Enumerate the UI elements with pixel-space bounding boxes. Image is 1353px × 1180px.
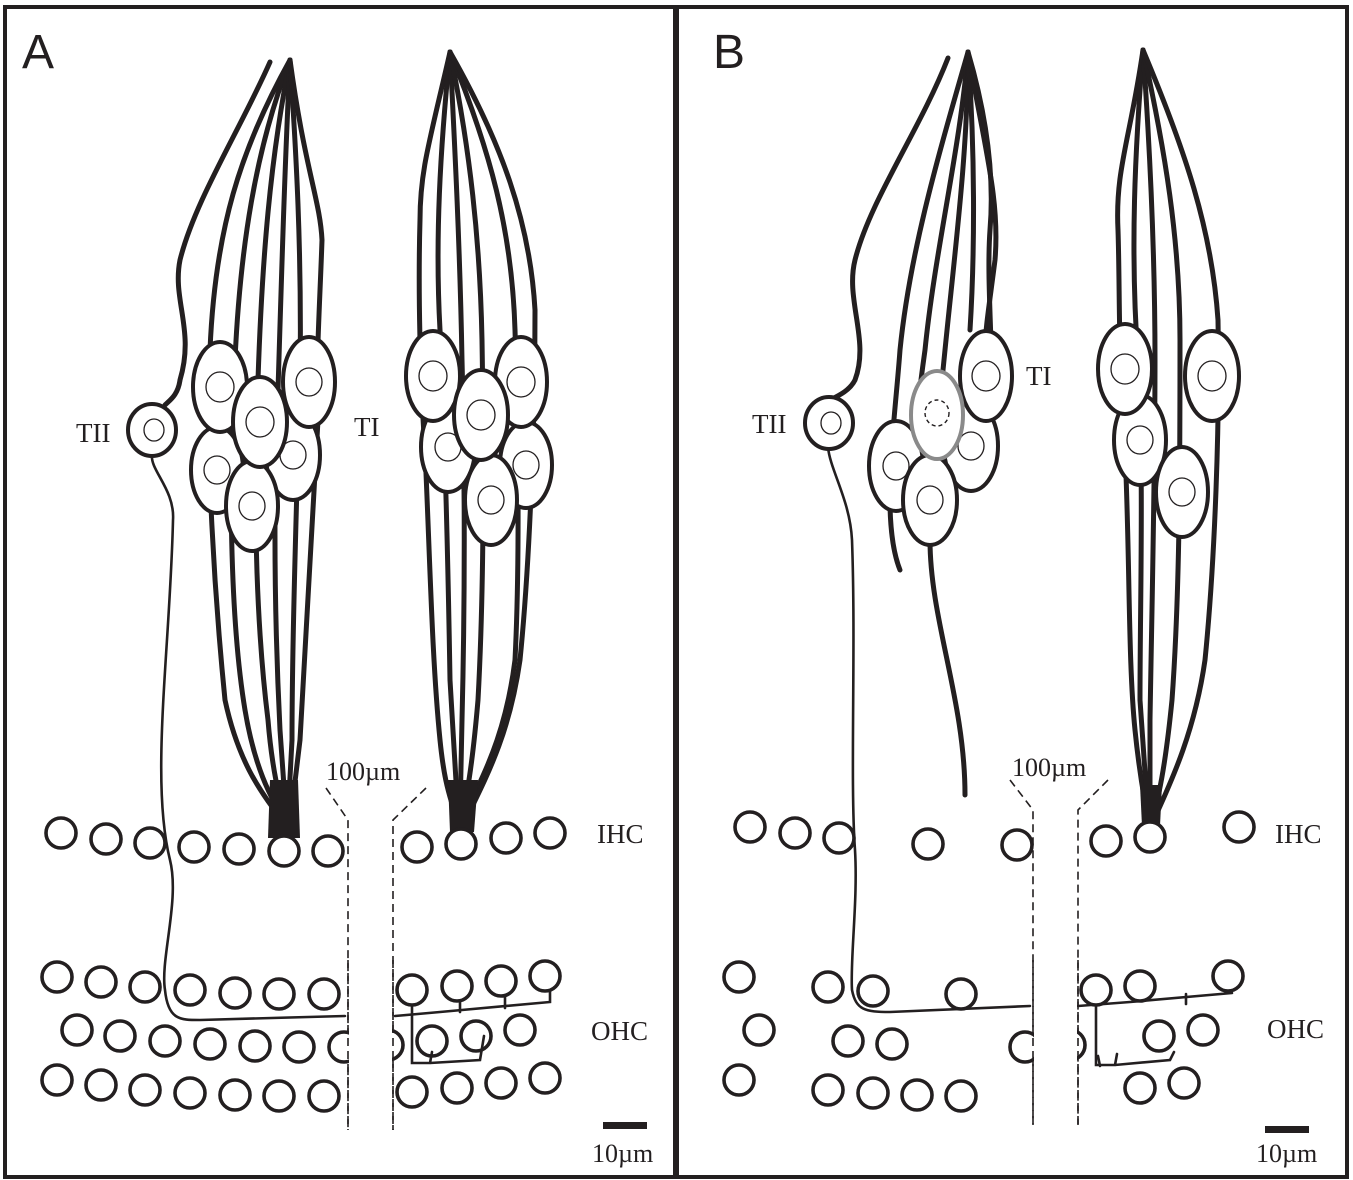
type2-neuron (128, 404, 176, 456)
panel-b: B TII (713, 26, 1324, 1168)
outer-hair-cell-rows (724, 961, 1243, 1111)
type2-fiber-upper (830, 58, 948, 400)
inner-hair-cell-row (735, 812, 1254, 860)
panel-b-frame (677, 7, 1347, 1177)
scale-bar (603, 1122, 647, 1129)
type2-label: TII (76, 418, 110, 448)
type1-label: TI (1026, 361, 1051, 391)
degenerating-neuron (911, 371, 963, 459)
ihc-label: IHC (1275, 819, 1322, 849)
scale-label: 10µm (592, 1139, 653, 1168)
gap-mask (349, 960, 392, 1110)
panel-a-frame (5, 7, 675, 1177)
gap-label: 100µm (326, 757, 400, 786)
scale-label: 10µm (1256, 1139, 1317, 1168)
type2-neuron (805, 397, 853, 449)
panel-b-letter: B (713, 26, 745, 79)
panel-a-letter: A (22, 26, 54, 79)
scale-bar (1265, 1126, 1309, 1133)
gap-label: 100µm (1012, 753, 1086, 782)
panel-a: A TII (22, 26, 653, 1168)
ohc-label: OHC (1267, 1014, 1324, 1044)
ihc-label: IHC (597, 819, 644, 849)
ohc-label: OHC (591, 1016, 648, 1046)
type1-label: TI (354, 412, 379, 442)
type2-label: TII (752, 409, 786, 439)
gap-mask (1034, 960, 1077, 1110)
outer-hair-cell-rows (42, 961, 560, 1111)
inner-hair-cell-row (46, 818, 565, 866)
